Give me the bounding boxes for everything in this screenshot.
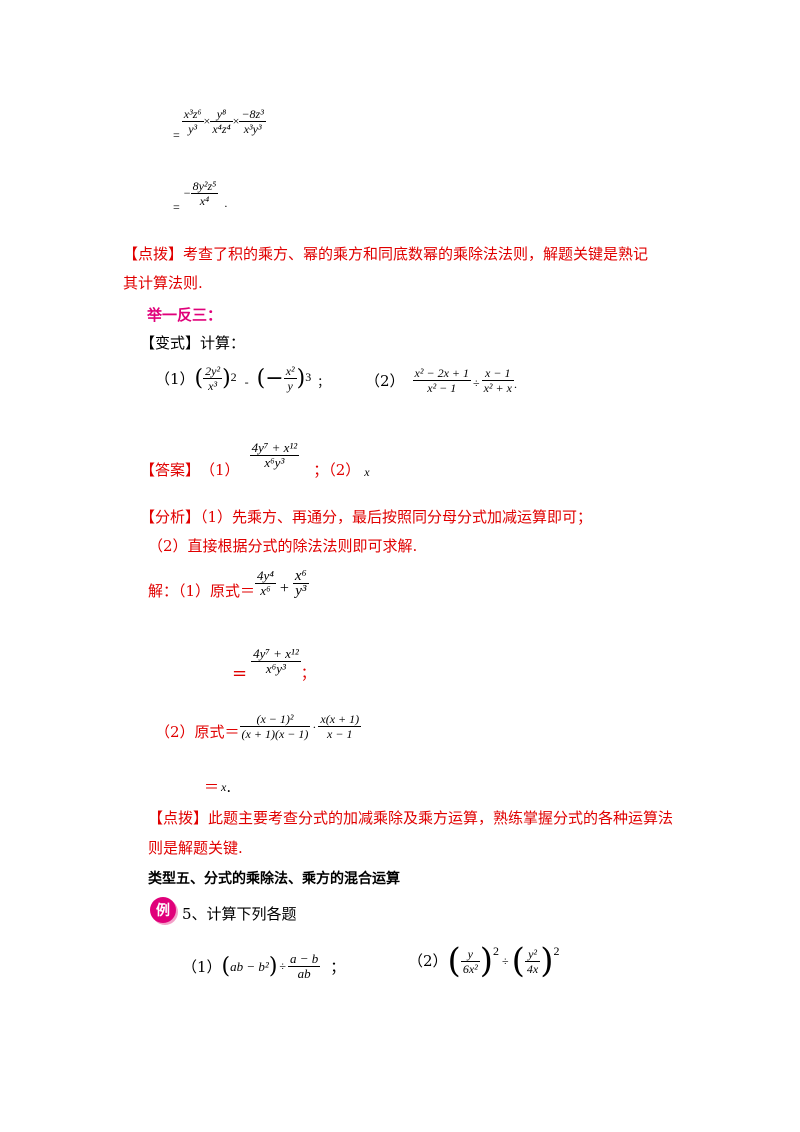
tip-paragraph: 【点拨】考查了积的乘方、幂的乘方和同底数幂的乘除法法则，解题关键是熟记 [123,245,649,263]
tip-paragraph-2: 【点拨】此题主要考查分式的加减乘除及乘方运算，熟练掌握分式的各种运算法 [148,809,674,827]
solution-2b: ＝ x . [204,778,232,796]
equals-sign: = [173,200,180,214]
tip-paragraph-cont: 其计算法则. [123,274,203,292]
analysis-paragraph: 【分析】（1）先乘方、再通分，最后按照同分母分式加减运算即可； [140,508,593,526]
example-heading: 例 5、计算下列各题 [150,896,297,924]
equals-sign: = [173,128,180,142]
fraction: x(x + 1)x − 1 [318,711,362,741]
practice-heading: 举一反三： [147,306,223,324]
analysis-paragraph-cont: （2）直接根据分式的除法法则即可求解. [148,537,418,555]
fraction: (x − 1)²(x + 1)(x − 1) [239,711,311,741]
example-badge-icon: 例 [150,897,176,923]
tip-paragraph-2-cont: 则是解题关键. [148,839,243,857]
solution-2: （2）原式＝ (x − 1)²(x + 1)(x − 1) · x(x + 1)… [155,711,362,741]
section-heading: 类型五、分式的乘除法、乘方的混合运算 [148,871,400,887]
variant-heading: 【变式】计算： [140,334,246,352]
